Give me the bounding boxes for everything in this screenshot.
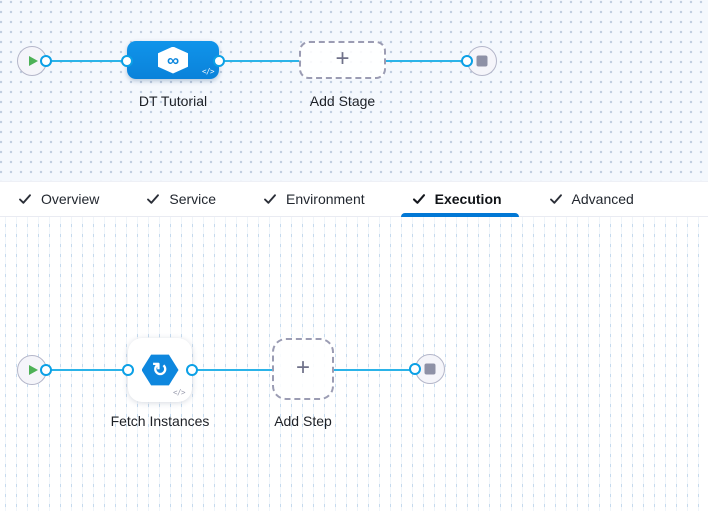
start-out-port[interactable]: [40, 364, 52, 376]
connector-line: [190, 369, 274, 371]
start-out-port[interactable]: [40, 55, 52, 67]
stage-graph-canvas[interactable]: ∞ </> DT Tutorial + Add Stage: [0, 0, 708, 181]
tab-label: Advanced: [571, 191, 634, 207]
plus-icon: +: [335, 45, 350, 72]
connector-line: [44, 60, 130, 62]
connector-line: [384, 60, 470, 62]
code-view-icon[interactable]: </>: [172, 388, 186, 397]
infinity-icon: ∞: [166, 50, 180, 70]
check-icon: [549, 194, 562, 204]
tab-execution[interactable]: Execution: [400, 182, 519, 217]
tab-advanced[interactable]: Advanced: [549, 182, 634, 216]
step-out-port[interactable]: [186, 364, 198, 376]
check-icon: [19, 194, 31, 204]
stage-config-tabs: Overview Service Environment Execution A…: [0, 181, 708, 217]
play-icon: [29, 365, 38, 375]
end-in-port[interactable]: [409, 363, 421, 375]
plus-icon: +: [295, 354, 310, 381]
code-view-icon[interactable]: </>: [201, 67, 215, 76]
tab-label: Overview: [41, 191, 100, 207]
tab-service[interactable]: Service: [146, 182, 216, 216]
tab-label: Service: [169, 191, 217, 207]
step-node-label: Fetch Instances: [110, 413, 210, 429]
step-node-fetch-instances[interactable]: ↻ </>: [128, 338, 192, 402]
tab-overview[interactable]: Overview: [18, 182, 99, 216]
connector-line: [217, 60, 301, 62]
fetch-instances-hexagon-icon: ↻: [141, 354, 179, 386]
stage-out-port[interactable]: [213, 55, 225, 67]
step-in-port[interactable]: [122, 364, 134, 376]
end-in-port[interactable]: [461, 55, 473, 67]
connector-line: [332, 369, 417, 371]
stop-icon: [476, 55, 488, 67]
check-icon: [264, 194, 276, 204]
stage-in-port[interactable]: [121, 55, 133, 67]
stage-node-dt-tutorial[interactable]: ∞ </>: [127, 41, 219, 79]
stop-icon: [424, 363, 436, 375]
check-icon: [412, 194, 425, 204]
stage-node-label: DT Tutorial: [138, 93, 208, 109]
play-icon: [29, 56, 38, 66]
cd-hexagon-icon: ∞: [158, 46, 188, 74]
tab-label: Execution: [434, 191, 502, 207]
check-icon: [147, 194, 160, 204]
connector-line: [44, 369, 130, 371]
execution-graph-canvas[interactable]: ↻ </> Fetch Instances + Add Step: [0, 217, 708, 511]
tab-environment[interactable]: Environment: [263, 182, 365, 216]
add-stage-button[interactable]: +: [299, 41, 386, 79]
add-step-button[interactable]: +: [272, 338, 334, 400]
tab-label: Environment: [286, 191, 365, 207]
add-stage-label: Add Stage: [309, 93, 376, 109]
sync-arrow-icon: ↻: [152, 359, 168, 381]
add-step-label: Add Step: [274, 413, 332, 429]
